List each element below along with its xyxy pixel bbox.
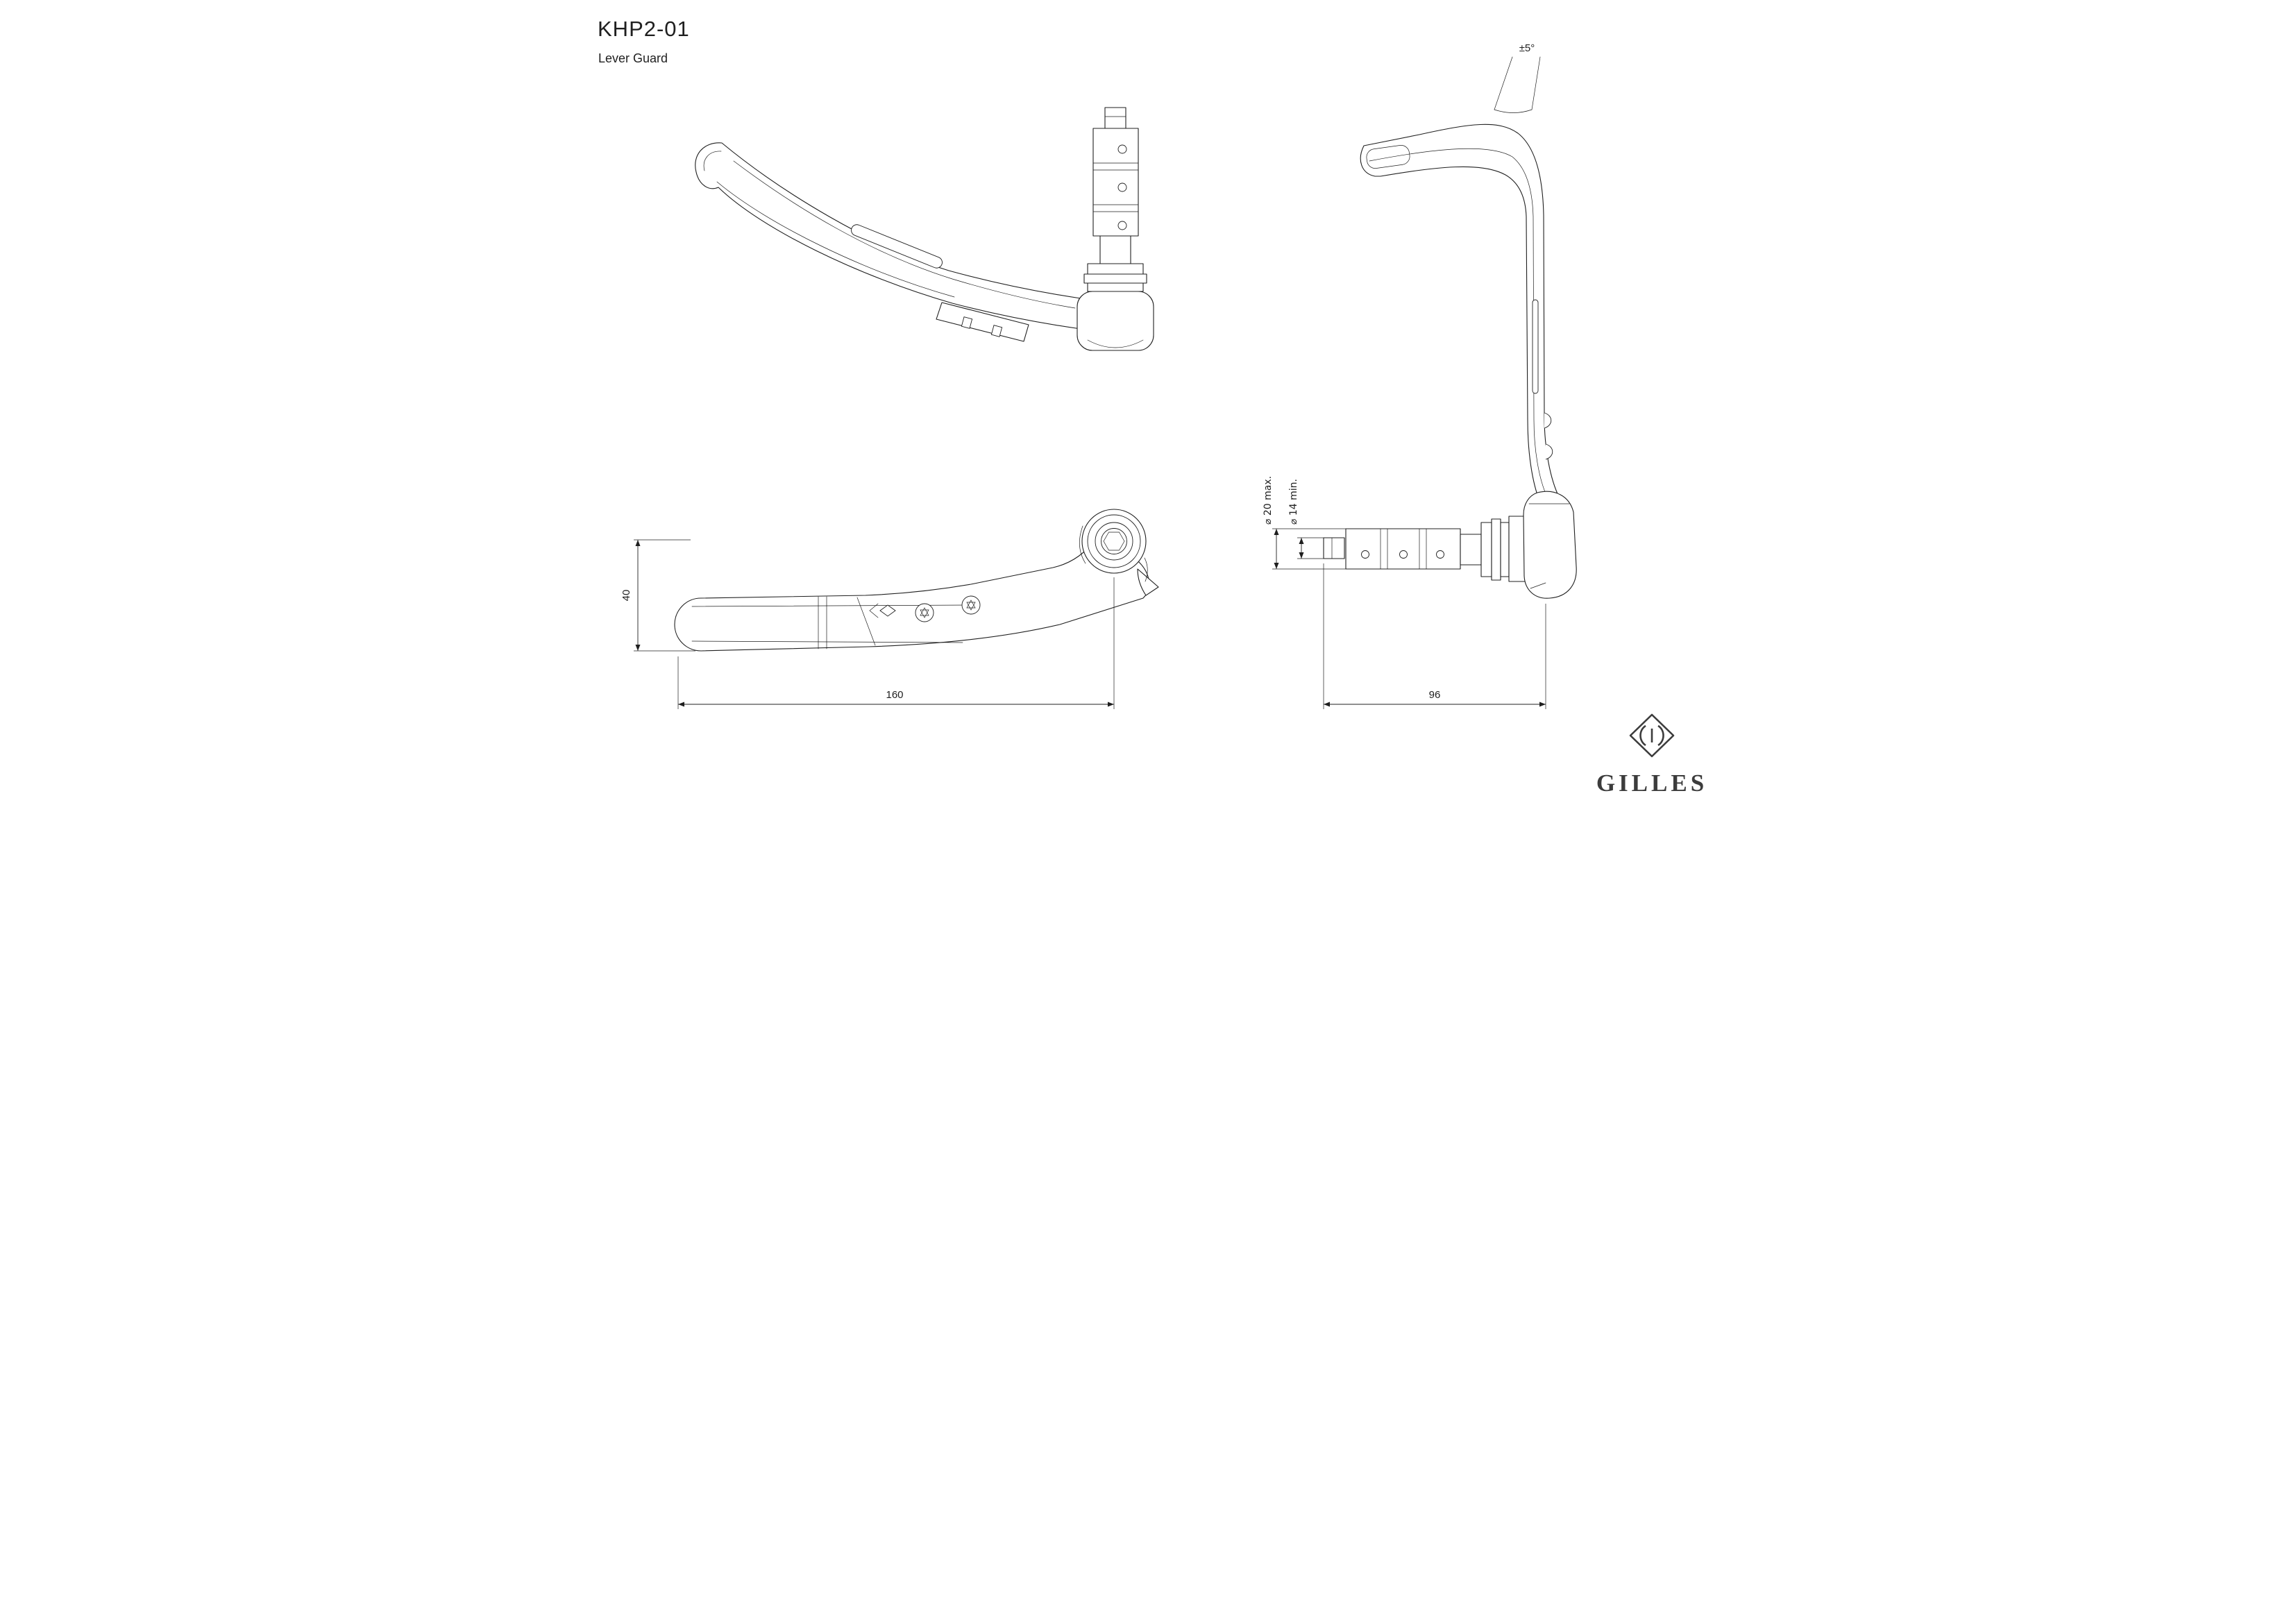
angle-line-right xyxy=(1531,56,1541,110)
angle-arc xyxy=(1494,109,1533,113)
expander-neck xyxy=(1460,534,1482,566)
lever-emblem-arrow xyxy=(869,603,879,618)
lever-emblem-diamond xyxy=(879,604,896,617)
dim-label-40: 40 xyxy=(621,590,632,602)
brand-logo: GILLES xyxy=(1596,713,1707,797)
adjuster-stud xyxy=(1104,107,1126,129)
lever-emblem xyxy=(869,603,896,618)
logo-g-right xyxy=(1657,724,1664,747)
expander-ring-3 xyxy=(1500,522,1510,577)
barrel-hole-2 xyxy=(1117,182,1127,192)
dim-label-diameter-max: ⌀ 20 max. xyxy=(1263,476,1274,525)
guard-boss-bump-2 xyxy=(1545,443,1553,460)
title-block: KHP2-01 Lever Guard xyxy=(598,17,690,65)
guard-mount-boss xyxy=(1523,491,1577,599)
lever-arm-upper-inner-line xyxy=(733,160,1076,309)
drawing-subtitle: Lever Guard xyxy=(598,51,668,65)
brand-name: GILLES xyxy=(1596,770,1707,797)
plan-view xyxy=(695,107,1154,351)
adjuster-ring-3 xyxy=(1087,282,1144,292)
dim-label-160: 160 xyxy=(886,689,903,701)
gilles-logo-icon xyxy=(1629,713,1675,758)
expander-ring-1 xyxy=(1480,522,1492,577)
torx-screw-1-ring xyxy=(915,603,934,622)
dim-label-angle: ±5° xyxy=(1519,42,1535,54)
lever-arm-lower-inner-line xyxy=(716,181,955,298)
barrel-hole-3 xyxy=(1117,221,1127,230)
adjuster-barrel xyxy=(1092,128,1139,237)
dim-label-diameter-min: ⌀ 14 min. xyxy=(1288,479,1299,525)
logo-diamond xyxy=(1629,713,1675,758)
drawing-sheet: KHP2-01 Lever Guard ±5° xyxy=(574,0,1722,812)
guard-blade-outline xyxy=(1360,124,1560,503)
boss-fillet-right xyxy=(1144,557,1148,582)
guard-slot xyxy=(1532,299,1539,394)
technical-drawing: KHP2-01 Lever Guard ±5° xyxy=(598,17,1707,797)
expander-hole-1 xyxy=(1361,550,1369,559)
angle-line-left xyxy=(1494,56,1513,110)
lever-arm-slot xyxy=(851,224,943,269)
lever-arm-outline xyxy=(695,142,1081,330)
logo-g-left xyxy=(1639,724,1646,747)
clamp-screw-2 xyxy=(990,325,1003,337)
lever-inner-line-bottom xyxy=(691,640,963,643)
adjuster-ring-1 xyxy=(1087,263,1144,275)
side-view: 40 160 xyxy=(621,509,1159,709)
expander-hole-3 xyxy=(1436,550,1444,559)
lever-chamfer-line xyxy=(856,597,876,646)
expander-barrel xyxy=(1345,528,1461,570)
pivot-tab xyxy=(1137,568,1159,596)
adjuster-ring-2 xyxy=(1083,273,1147,284)
pivot-body xyxy=(1077,291,1154,351)
pivot-body-inner-arc xyxy=(1087,339,1144,348)
mount-boss-notch xyxy=(1530,582,1546,589)
torx-screw-2-star-b xyxy=(966,602,976,611)
pivot-screw-inner xyxy=(1101,528,1127,554)
torx-screw-2-star-a xyxy=(966,600,976,609)
guard-tip-inner xyxy=(1366,145,1410,169)
torx-screw-1-star-a xyxy=(920,607,929,616)
clamp-screw-1 xyxy=(961,316,973,329)
lever-side-outline xyxy=(674,539,1150,652)
barrel-hole-1 xyxy=(1117,144,1127,154)
torx-screw-1 xyxy=(915,603,934,622)
torx-screw-2 xyxy=(961,595,981,615)
expander-cylinder xyxy=(1508,516,1527,582)
front-view: ±5° ⌀ 20 max. ⌀ 14 min. xyxy=(1263,42,1577,709)
expander-ring-2 xyxy=(1491,518,1501,581)
hex-socket xyxy=(1103,532,1125,551)
lever-arm-hook-inner-line xyxy=(703,151,722,171)
guard-blade-inner-line xyxy=(1369,148,1548,498)
guard-boss-bump-1 xyxy=(1544,412,1552,429)
expander-hole-2 xyxy=(1399,550,1408,559)
drawing-title: KHP2-01 xyxy=(598,17,690,41)
adjuster-neck xyxy=(1099,235,1131,264)
torx-screw-2-ring xyxy=(961,595,981,615)
boss-fillet-left xyxy=(1079,525,1086,564)
clamp-bracket xyxy=(936,302,1029,342)
torx-screw-1-star-b xyxy=(920,609,929,618)
expander-stud xyxy=(1323,537,1345,559)
dim-label-96: 96 xyxy=(1429,689,1441,701)
